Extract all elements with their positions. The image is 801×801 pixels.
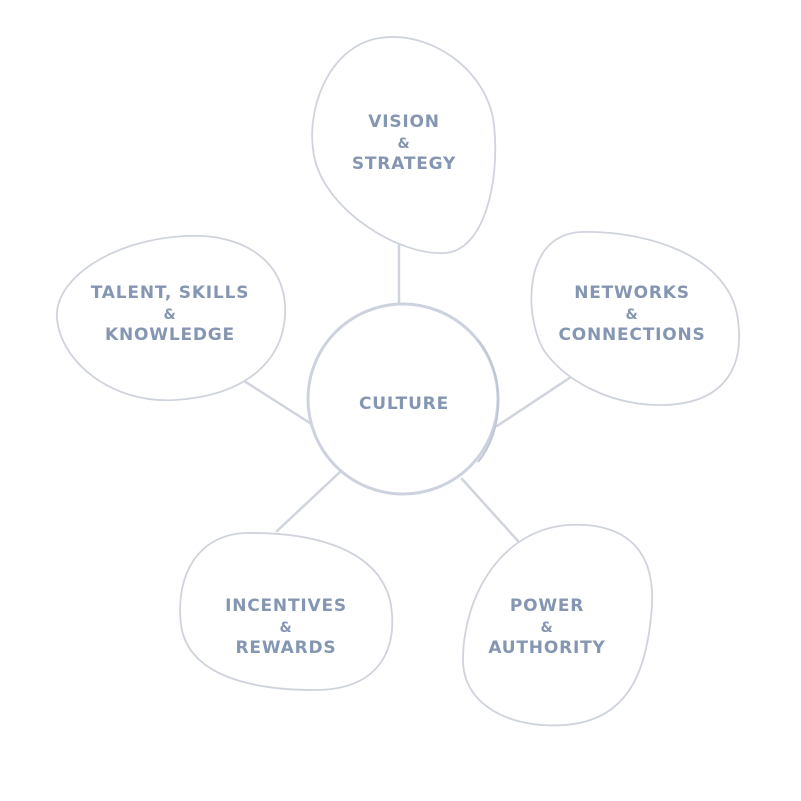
node-incentives-line-3: REWARDS [236,638,337,658]
node-vision-shape [311,36,497,254]
node-talent: TALENT, SKILLS & KNOWLEDGE [56,234,286,402]
node-networks-line-2: & [625,307,638,323]
node-networks: NETWORKS & CONNECTIONS [530,231,740,406]
node-vision-line-1: VISION [368,112,440,132]
node-talent-line-3: KNOWLEDGE [105,325,235,345]
connector-power [460,477,520,543]
node-power-line-3: AUTHORITY [488,638,605,658]
connector-incentives [275,470,342,533]
node-power-line-2: & [540,620,553,636]
node-power: POWER & AUTHORITY [462,523,653,727]
node-vision-line-2: & [397,136,410,152]
node-power-line-1: POWER [510,596,584,616]
node-networks-line-1: NETWORKS [574,283,690,303]
node-vision-line-3: STRATEGY [352,154,456,174]
node-talent-line-2: & [163,307,176,323]
connector-talent [239,377,315,427]
node-incentives-shape [179,532,394,691]
node-talent-line-1: TALENT, SKILLS [91,283,250,303]
node-vision: VISION & STRATEGY [311,36,497,254]
center-circle-accent [477,339,500,463]
node-incentives-line-1: INCENTIVES [225,596,347,616]
node-incentives: INCENTIVES & REWARDS [179,532,394,691]
connector-networks [495,375,573,428]
node-talent-shape [56,234,286,402]
node-networks-line-3: CONNECTIONS [558,325,705,345]
center-culture: CULTURE [306,302,500,496]
node-networks-shape [530,231,740,406]
connectors [239,234,573,543]
node-incentives-line-2: & [279,620,292,636]
node-power-shape [462,523,653,727]
center-label: CULTURE [359,394,449,414]
